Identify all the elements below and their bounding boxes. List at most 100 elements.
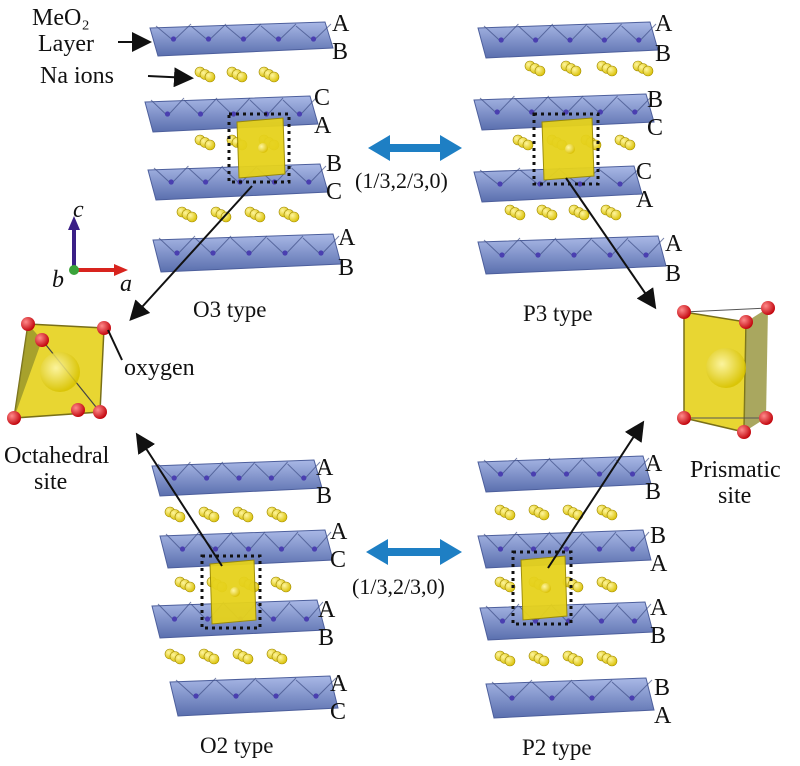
metal-ion xyxy=(193,693,199,699)
highlight-box xyxy=(511,550,573,626)
metal-ion xyxy=(306,179,312,185)
metal-ion xyxy=(563,546,570,552)
p3-type-label: P3 type xyxy=(523,301,593,326)
na-ion xyxy=(642,65,654,77)
p2-stack-2: B xyxy=(645,479,662,505)
o3-layer-3 xyxy=(147,163,329,201)
p2-to-prismatic-arrow xyxy=(547,420,645,569)
octahedral-site-model xyxy=(7,317,111,425)
prismatic-label: Prismatic xyxy=(690,457,781,483)
na-ions-arrow xyxy=(147,67,194,88)
p3-na-row-3 xyxy=(504,204,622,221)
metal-ion xyxy=(601,37,608,43)
o3-stack-6: C xyxy=(326,179,343,205)
na-ion xyxy=(541,583,551,593)
metal-ion xyxy=(282,250,288,256)
metal-ion xyxy=(204,616,211,622)
o2-stack-6: B xyxy=(318,625,335,651)
p2-stack-6: B xyxy=(650,623,667,649)
na-ion xyxy=(570,65,582,77)
highlight-box xyxy=(200,554,262,630)
p3-stack-8: B xyxy=(665,261,682,287)
metal-ion xyxy=(589,695,595,701)
na-ion xyxy=(538,655,550,667)
na-ion xyxy=(174,653,186,665)
o3-site xyxy=(227,112,291,184)
metal-ion xyxy=(311,546,318,552)
na-ion xyxy=(538,509,550,521)
metal-ion xyxy=(310,36,317,42)
metal-ion xyxy=(171,475,177,481)
o2-layer-4 xyxy=(169,675,339,717)
p3-site xyxy=(532,112,600,186)
metal-ion xyxy=(230,111,237,117)
metal-ion xyxy=(643,252,649,258)
o2-na-row-3 xyxy=(164,648,288,665)
metal-ion xyxy=(497,471,504,477)
o3-p3-transition-arrow xyxy=(368,135,462,161)
p3-stack-5: C xyxy=(636,159,653,185)
metal-ion xyxy=(636,37,642,43)
highlight-box xyxy=(227,112,291,184)
metal-ion xyxy=(549,695,555,701)
o2-stack-5: A xyxy=(318,597,336,623)
p3-to-prismatic-arrow xyxy=(565,177,657,310)
axis-b-dot xyxy=(69,265,79,275)
metal-ion xyxy=(533,37,539,43)
na-ion xyxy=(606,581,618,593)
octahedral-site-label: site xyxy=(34,469,68,495)
metal-ion xyxy=(203,179,209,185)
o3-stack-8: B xyxy=(338,255,355,281)
o3-na-row-3 xyxy=(176,206,300,223)
p3-stack-1: A xyxy=(655,11,673,37)
metal-ion xyxy=(494,109,500,115)
metal-ion xyxy=(168,179,174,185)
p2-na-row-1 xyxy=(494,504,618,521)
na-ion xyxy=(624,139,636,151)
metal-ion xyxy=(303,616,310,622)
o3-layer-4 xyxy=(152,233,342,273)
na-ion xyxy=(184,581,196,593)
oxygen-atom xyxy=(737,425,751,439)
prism-edge xyxy=(683,307,769,313)
metal-ion xyxy=(245,546,252,552)
metal-ion xyxy=(498,37,504,43)
p3-stack-3: B xyxy=(647,87,664,113)
p3-stack-6: A xyxy=(636,187,654,213)
na-ion xyxy=(242,511,254,523)
o2-site xyxy=(200,554,262,630)
metal-ion xyxy=(631,618,638,624)
prism-side xyxy=(744,308,768,432)
o3-na-row-1 xyxy=(194,66,280,83)
axis-c-head xyxy=(68,216,80,230)
arrow-head-right xyxy=(440,135,462,161)
o3-stack-4: A xyxy=(314,113,332,139)
metal-ion xyxy=(313,693,319,699)
na-ion xyxy=(204,139,216,151)
o3-stack-7: A xyxy=(338,225,356,251)
o3-to-octahedral-arrow xyxy=(129,185,253,321)
na-ion xyxy=(254,211,266,223)
o2-stack-1: A xyxy=(316,455,334,481)
na-ion xyxy=(606,509,618,521)
metal-ion xyxy=(204,475,210,481)
oxygen-atom xyxy=(677,411,691,425)
o2-stack-3: A xyxy=(330,519,348,545)
p2-na-row-3 xyxy=(494,650,618,667)
o2-p2-transition-arrow xyxy=(366,539,462,565)
p2-stack-7: B xyxy=(654,675,671,701)
axis-a-head xyxy=(114,264,128,276)
metal-ion xyxy=(632,109,638,115)
oxygen-atom xyxy=(93,405,107,419)
metal-ion xyxy=(174,250,180,256)
metal-ion xyxy=(246,250,252,256)
meo2-label: MeO₂ xyxy=(32,5,90,31)
metal-ion xyxy=(197,111,204,117)
na-ion xyxy=(204,71,216,83)
na-ion xyxy=(572,581,584,593)
metal-ion xyxy=(170,36,177,42)
metal-ion xyxy=(532,618,539,624)
na-ion xyxy=(534,65,546,77)
oxygen-atom xyxy=(677,305,691,319)
